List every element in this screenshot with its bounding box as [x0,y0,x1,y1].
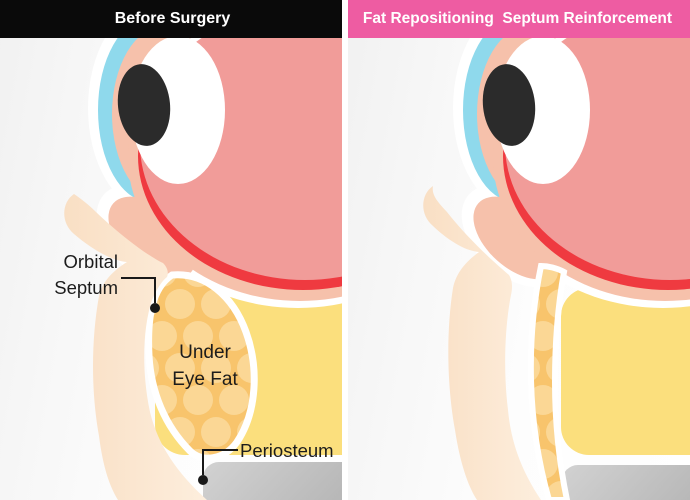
orbital-septum-label: Orbital Septum [54,251,118,298]
periosteum-dot [198,475,208,485]
before-panel: Before Surgery Orbital Septum Under Eye … [0,0,345,500]
pupil [482,64,536,146]
after-illustration [423,6,690,500]
orbital-septum-pointer [121,277,156,303]
skin [423,186,541,500]
under-eye-fat-label: Under Eye Fat [172,342,238,390]
periosteum-bone [203,462,345,500]
orbital-septum-dot [150,303,160,313]
periosteum-pointer [202,449,238,475]
periosteum-label: Periosteum [240,440,334,461]
before-title: Before Surgery [114,10,231,27]
repositioned-fat-strip [527,262,571,500]
after-title: Fat Repositioning Septum Reinforcement [362,10,673,27]
panel-divider [342,0,348,500]
after-header: Fat Repositioning Septum Reinforcement [345,0,690,38]
eye [88,6,345,308]
eye [453,6,690,308]
deep-fat-layer [561,288,690,455]
before-header: Before Surgery [0,0,345,38]
after-panel: Fat Repositioning Septum Reinforcement [345,0,690,500]
under-eye-fat-pad [145,271,258,462]
pupil [117,64,171,146]
skin [64,194,207,500]
before-illustration [64,6,345,500]
periosteum-bone [562,465,690,500]
